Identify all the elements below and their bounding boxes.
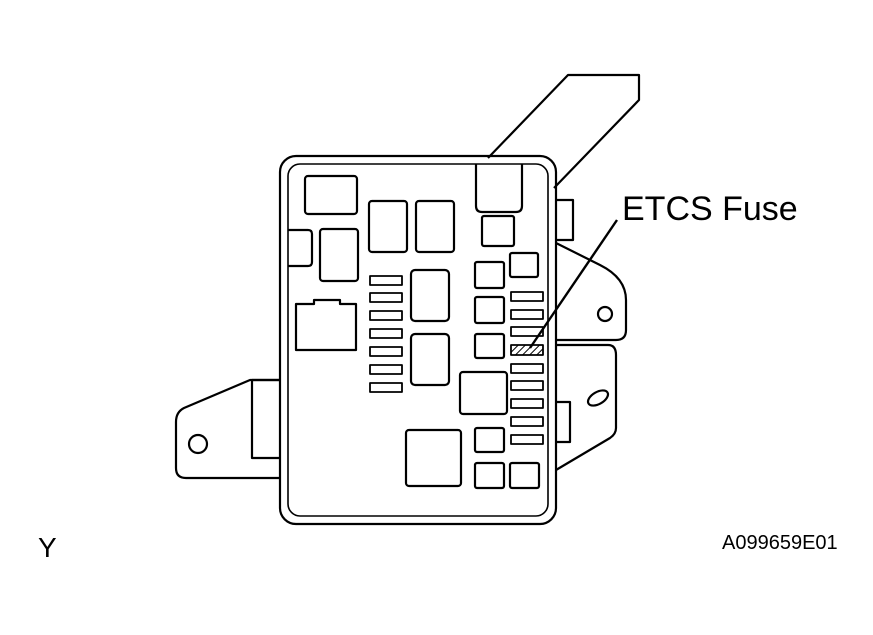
relay xyxy=(404,428,463,488)
figure-code: A099659E01 xyxy=(722,532,838,554)
callout-leader-line xyxy=(529,219,618,349)
right-mounting-bracket xyxy=(555,242,628,342)
fuse xyxy=(510,326,544,337)
fuse xyxy=(510,309,544,320)
relay xyxy=(473,260,506,290)
fuse xyxy=(510,291,544,302)
left-mounting-hole xyxy=(187,433,209,455)
relay xyxy=(409,268,451,323)
relay xyxy=(318,227,360,283)
etcs-fuse-label: ETCS Fuse xyxy=(622,190,798,228)
fuse xyxy=(510,416,544,427)
fuse xyxy=(369,275,403,286)
fuse xyxy=(510,380,544,391)
fuse xyxy=(510,363,544,374)
fuse xyxy=(369,346,403,357)
fuse xyxy=(369,364,403,375)
fuse xyxy=(369,328,403,339)
relay xyxy=(414,199,456,254)
fuse xyxy=(369,382,403,393)
fuse xyxy=(510,434,544,445)
fuse xyxy=(369,310,403,321)
relay xyxy=(480,214,516,248)
relay xyxy=(473,332,506,360)
left-edge-block xyxy=(288,228,314,268)
right-lower-bracket xyxy=(555,343,618,471)
relay xyxy=(303,174,359,216)
etcs-fuse xyxy=(510,344,544,356)
relay xyxy=(473,461,506,490)
view-letter: Y xyxy=(38,532,57,563)
junction-block-outer xyxy=(278,154,558,526)
junction-block-inner xyxy=(287,163,549,517)
relay xyxy=(508,461,541,490)
relay xyxy=(409,332,451,387)
relay xyxy=(367,199,409,254)
fuse xyxy=(369,292,403,303)
relay xyxy=(458,370,509,416)
connector-housing xyxy=(294,298,358,352)
left-bracket-tab xyxy=(250,378,280,460)
relay xyxy=(473,426,506,454)
right-mounting-hole xyxy=(596,305,614,323)
right-slot-hole xyxy=(586,389,610,407)
right-side-tab xyxy=(556,198,575,242)
right-lower-tab xyxy=(556,400,572,444)
fuse xyxy=(510,398,544,409)
relay xyxy=(473,295,506,325)
upper-bracket xyxy=(487,73,641,189)
top-connector xyxy=(474,164,524,214)
relay xyxy=(508,251,540,279)
left-mounting-bracket xyxy=(174,378,280,480)
